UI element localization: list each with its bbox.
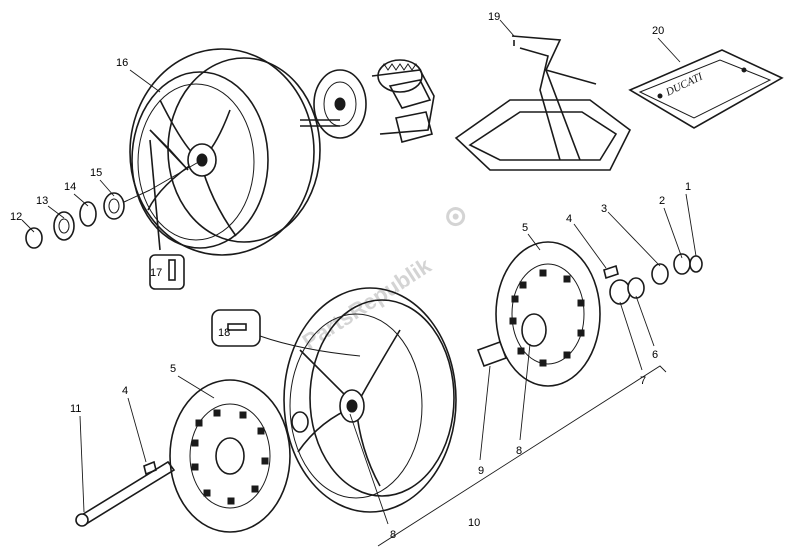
- front-hub-parts: [143, 253, 703, 476]
- rear-axle-parts: [25, 159, 203, 249]
- callout-18: 18: [218, 327, 230, 339]
- callout-5-left: 5: [170, 363, 176, 375]
- front-axle: [75, 460, 176, 527]
- cover-bag: DUCATI: [628, 49, 784, 129]
- watermark-text: PartsRepublik: [298, 252, 436, 354]
- callout-19: 19: [488, 11, 500, 23]
- callout-15: 15: [90, 167, 102, 179]
- callout-10: 10: [468, 517, 480, 529]
- callout-20: 20: [652, 25, 664, 37]
- callout-1: 1: [685, 181, 691, 193]
- callout-16: 16: [116, 57, 128, 69]
- valve-17: [149, 254, 185, 290]
- callout-6: 6: [652, 349, 658, 361]
- callout-8-left: 8: [390, 529, 396, 541]
- paddock-stand: [454, 35, 632, 171]
- callout-5-right: 5: [522, 222, 528, 234]
- bracket-10: [377, 365, 667, 547]
- callout-2: 2: [659, 195, 665, 207]
- valve-18: [211, 309, 361, 357]
- front-wheel: [283, 287, 457, 513]
- rear-wheel: [129, 48, 321, 256]
- rear-sprocket-assembly: [300, 59, 435, 143]
- callout-12: 12: [10, 211, 22, 223]
- callout-3: 3: [601, 203, 607, 215]
- callout-4-left: 4: [122, 385, 128, 397]
- callout-11: 11: [70, 403, 81, 415]
- callout-9: 9: [478, 465, 484, 477]
- front-disc-left: [169, 379, 291, 533]
- callout-13: 13: [36, 195, 48, 207]
- front-disc-right: [495, 241, 601, 387]
- callout-4-right: 4: [566, 213, 572, 225]
- leader-lines: [21, 19, 697, 525]
- callout-7: 7: [640, 375, 646, 387]
- callout-8-right: 8: [516, 445, 522, 457]
- callout-labels: 1 2 3 4 4 5 5 6 7 8 8 9 10 11 12 13 14 1…: [10, 11, 691, 541]
- callout-14: 14: [64, 181, 76, 193]
- gear-icon: [446, 207, 466, 227]
- callout-17: 17: [150, 267, 162, 279]
